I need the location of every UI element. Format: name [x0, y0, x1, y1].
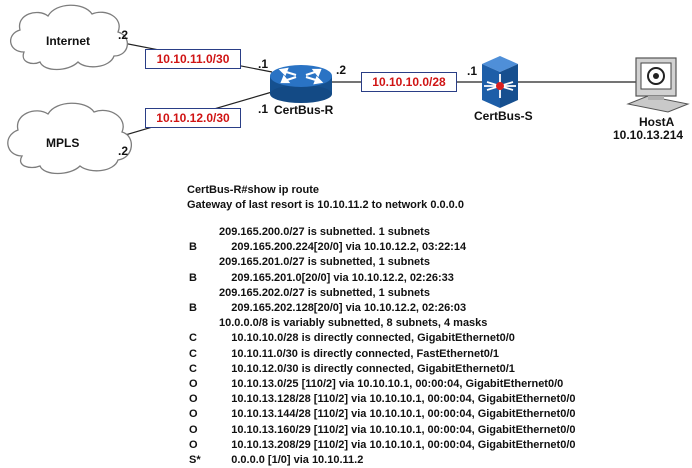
route-entries: 209.165.200.0/27 is subnetted. 1 subnets…: [187, 225, 576, 468]
route-text: 10.10.11.0/30 is directly connected, Fas…: [219, 347, 500, 360]
route-text: 209.165.202.128[20/0] via 10.10.12.2, 02…: [219, 302, 467, 315]
route-code: B: [189, 302, 197, 315]
route-code: O: [189, 393, 198, 406]
route-row: B 209.165.201.0[20/0] via 10.10.12.2, 02…: [187, 271, 576, 286]
route-text: 209.165.201.0/27 is subnetted, 1 subnets: [219, 256, 430, 269]
mpls-label: MPLS: [46, 136, 80, 150]
route-text: 209.165.200.224[20/0] via 10.10.12.2, 03…: [219, 241, 467, 254]
cli-prompt: CertBus-R#show ip route: [187, 184, 320, 196]
route-text: 10.10.13.144/28 [110/2] via 10.10.10.1, …: [219, 408, 576, 421]
switch-label: CertBus-S: [474, 109, 533, 123]
route-row: C 10.10.12.0/30 is directly connected, G…: [187, 362, 576, 377]
route-row: B 209.165.202.128[20/0] via 10.10.12.2, …: [187, 301, 576, 316]
route-row: C 10.10.10.0/28 is directly connected, G…: [187, 331, 576, 346]
route-row: O 10.10.13.160/29 [110/2] via 10.10.10.1…: [187, 423, 576, 438]
router-top-interface-label: .1: [258, 57, 269, 71]
route-row: O 10.10.13.0/25 [110/2] via 10.10.10.1, …: [187, 377, 576, 392]
mpls-network-box: 10.10.12.0/30: [145, 108, 241, 128]
route-code: B: [189, 241, 197, 254]
route-code: O: [189, 408, 198, 421]
host-pc-icon: [626, 57, 690, 113]
route-text: 10.0.0.0/8 is variably subnetted, 8 subn…: [219, 317, 488, 330]
route-row: 10.0.0.0/8 is variably subnetted, 8 subn…: [187, 316, 576, 331]
route-row: O 10.10.13.208/29 [110/2] via 10.10.10.1…: [187, 438, 576, 453]
route-row: 209.165.201.0/27 is subnetted, 1 subnets: [187, 255, 576, 270]
network-diagram: Internet MPLS .2 .2 .1 .1 .2 .1 10.10.11…: [7, 4, 690, 466]
route-text: 10.10.13.0/25 [110/2] via 10.10.10.1, 00…: [219, 378, 564, 391]
route-row: C 10.10.11.0/30 is directly connected, F…: [187, 347, 576, 362]
switch-network-box: 10.10.10.0/28: [361, 72, 457, 92]
router-right-interface-label: .2: [336, 63, 347, 77]
route-code: B: [189, 271, 197, 284]
gateway-line: Gateway of last resort is 10.10.11.2 to …: [187, 198, 464, 211]
router-bottom-interface-label: .1: [258, 102, 269, 116]
route-code: [187, 225, 219, 240]
mpls-cloud-icon: [7, 102, 132, 175]
host-label: HostA: [639, 115, 675, 129]
route-row: B 209.165.200.224[20/0] via 10.10.12.2, …: [187, 240, 576, 255]
route-text: 10.10.13.208/29 [110/2] via 10.10.10.1, …: [219, 438, 576, 451]
route-text: 10.10.13.128/28 [110/2] via 10.10.10.1, …: [219, 393, 576, 406]
route-code: O: [189, 423, 198, 436]
host-ip-label: 10.10.13.214: [613, 128, 684, 142]
mpls-interface-label: .2: [118, 144, 129, 158]
route-code: [187, 316, 219, 331]
internet-network-box: 10.10.11.0/30: [145, 49, 241, 69]
switch-icon: [482, 56, 518, 108]
route-text: 10.10.10.0/28 is directly connected, Gig…: [219, 332, 515, 345]
diagram-graphics: [7, 4, 690, 175]
route-code: O: [189, 378, 198, 391]
internet-cloud-icon: [10, 4, 128, 71]
route-row: O 10.10.13.144/28 [110/2] via 10.10.10.1…: [187, 407, 576, 422]
route-text: 10.10.13.160/29 [110/2] via 10.10.10.1, …: [219, 423, 576, 436]
router-icon: [270, 65, 332, 103]
route-code: C: [189, 362, 197, 375]
routing-table: CertBus-R#show ip route Gateway of last …: [187, 183, 576, 468]
route-code: C: [189, 332, 197, 345]
route-row: S* 0.0.0.0 [1/0] via 10.10.11.2: [187, 453, 576, 468]
route-row: 209.165.202.0/27 is subnetted, 1 subnets: [187, 286, 576, 301]
route-text: 0.0.0.0 [1/0] via 10.10.11.2: [219, 454, 364, 467]
route-row: 209.165.200.0/27 is subnetted. 1 subnets: [187, 225, 576, 240]
internet-interface-label: .2: [118, 28, 129, 42]
route-text: 209.165.202.0/27 is subnetted, 1 subnets: [219, 286, 430, 299]
route-code: C: [189, 347, 197, 360]
route-text: 10.10.12.0/30 is directly connected, Gig…: [219, 362, 515, 375]
route-code: [187, 255, 219, 270]
router-label: CertBus-R: [274, 103, 334, 117]
route-row: O 10.10.13.128/28 [110/2] via 10.10.10.1…: [187, 392, 576, 407]
route-text: 209.165.201.0[20/0] via 10.10.12.2, 02:2…: [219, 271, 454, 284]
route-text: 209.165.200.0/27 is subnetted. 1 subnets: [219, 226, 430, 238]
route-code: [187, 286, 219, 301]
route-code: S*: [189, 454, 201, 467]
route-code: O: [189, 438, 198, 451]
switch-interface-label: .1: [467, 64, 478, 78]
internet-label: Internet: [46, 34, 91, 48]
